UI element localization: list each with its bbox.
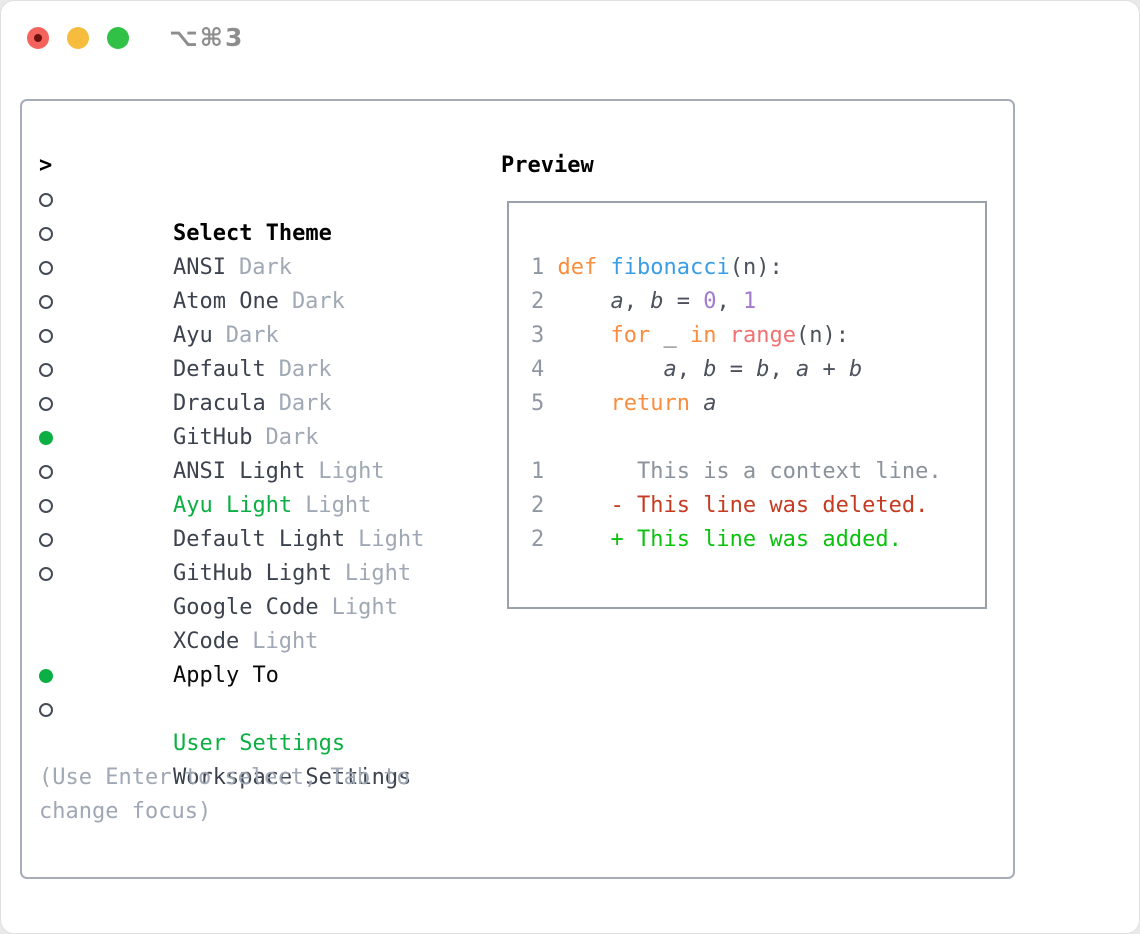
keyboard-hint-line2: change focus) [39,799,212,824]
theme-name: Default Light [172,527,346,552]
theme-option-dracula-dark[interactable]: Dracula Dark [39,319,479,416]
code-line: 4 a, b = b, a + b [531,357,863,382]
diff-context-line: 1 This is a context line. [531,459,942,484]
radio-unselected-icon [39,363,53,377]
theme-variant: Light [305,493,372,518]
radio-unselected-icon [39,465,53,479]
radio-selected-icon [39,431,53,445]
theme-variant: Dark [225,323,279,348]
select-theme-header: > Select Theme [39,149,479,246]
theme-name: Ayu [172,323,213,348]
radio-unselected-icon [39,397,53,411]
diff-added-line: 2 + This line was added. [531,527,902,552]
theme-name: Ayu Light [172,493,293,518]
theme-variant: Light [358,527,425,552]
theme-variant: Dark [278,391,332,416]
apply-option-user-settings[interactable]: User Settings [39,659,479,756]
theme-option-google-code[interactable]: Google Code Light [39,523,479,620]
preview-pane: 1 def fibonacci(n): 2 a, b = 0, 1 3 for … [507,201,987,609]
theme-variant: Light [331,595,398,620]
radio-unselected-icon [39,533,53,547]
theme-variant: Light [344,561,412,586]
code-line-blank [531,421,985,455]
radio-unselected-icon [39,261,53,275]
window-title: ⌥⌘3 [169,23,245,52]
diff-deleted-line: 2 - This line was deleted. [531,493,929,518]
theme-name: Google Code [172,595,319,620]
zoom-button[interactable] [107,27,129,49]
apply-option-label: User Settings [172,731,346,756]
radio-unselected-icon [39,295,53,309]
theme-option-default-dark[interactable]: Default Dark [39,285,479,382]
theme-name: ANSI [172,255,226,280]
theme-option-atom-one-dark[interactable]: Atom One Dark [39,217,479,314]
radio-unselected-icon [39,567,53,581]
radio-selected-icon [39,669,53,683]
theme-name: Default [172,357,266,382]
close-button[interactable] [27,27,49,49]
title-bar: ⌥⌘3 [1,1,1139,75]
apply-option-label: Workspace Settings [172,765,412,790]
theme-name: Atom One [172,289,279,314]
select-theme-title: Select Theme [172,221,332,246]
theme-variant: Dark [265,425,319,450]
code-line: 5 return a [531,391,717,416]
theme-variant: Dark [278,357,332,382]
code-line: 1 def fibonacci(n): [531,255,783,280]
theme-name: ANSI Light [172,459,306,484]
theme-option-ayu-dark[interactable]: Ayu Dark [39,251,479,348]
preview-title: Preview [501,153,594,178]
theme-variant: Dark [238,255,292,280]
radio-unselected-icon [39,227,53,241]
radio-unselected-icon [39,499,53,513]
radio-unselected-icon [39,703,53,717]
theme-option-ayu-light[interactable]: Ayu Light Light [39,421,479,518]
theme-option-ansi-dark[interactable]: ANSI Dark [39,183,479,280]
theme-option-github-dark[interactable]: GitHub Dark [39,353,479,450]
theme-name: GitHub Light [172,561,332,586]
minimize-button[interactable] [67,27,89,49]
theme-option-xcode[interactable]: XCode Light [39,557,479,654]
theme-variant: Dark [291,289,345,314]
radio-unselected-icon [39,193,53,207]
theme-variant: Light [318,459,385,484]
theme-name: GitHub [172,425,253,450]
theme-name: Dracula [172,391,266,416]
theme-option-default-light[interactable]: Default Light Light [39,455,479,552]
theme-option-ansi-light[interactable]: ANSI Light Light [39,387,479,484]
theme-option-github-light[interactable]: GitHub Light Light [39,489,479,586]
code-line: 2 a, b = 0, 1 [531,289,757,314]
keyboard-hint-line1: (Use Enter to select, Tab to [39,765,410,790]
theme-name: XCode [172,629,240,654]
code-line: 3 for _ in range(n): [531,323,849,348]
theme-variant: Light [252,629,319,654]
apply-option-workspace-settings[interactable]: Workspace Settings [39,693,479,790]
radio-unselected-icon [39,329,53,343]
apply-to-header: Apply To [172,663,279,688]
prompt-caret-icon: > [39,153,53,178]
